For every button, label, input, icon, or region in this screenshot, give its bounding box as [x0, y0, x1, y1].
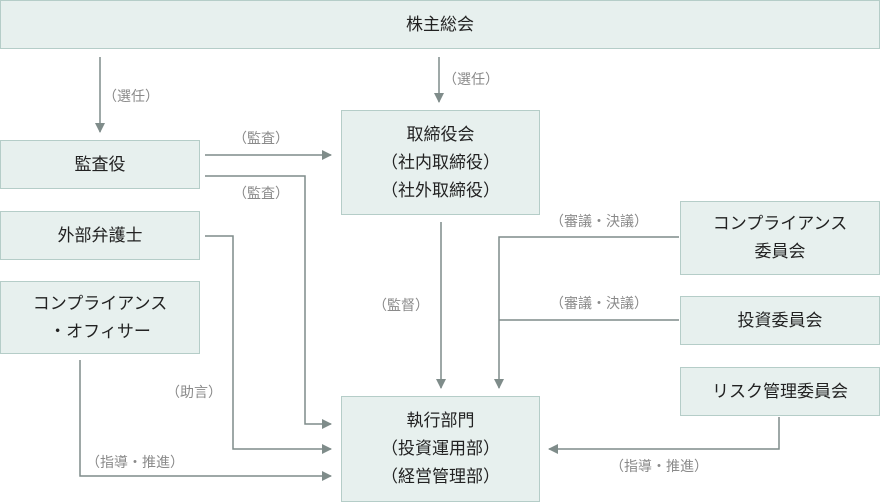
node-label: 取締役会	[406, 124, 475, 145]
node-compliance-officer: コンプライアンス ・オフィサー	[0, 281, 200, 354]
label-elect-auditor: （選任）	[103, 89, 159, 105]
edge-lawyer-executive	[205, 235, 332, 454]
node-label: コンプライアンス	[712, 214, 848, 234]
node-label: コンプライアンス	[32, 293, 168, 314]
node-auditor: 監査役	[0, 140, 200, 189]
edge-officer-executive	[79, 360, 332, 481]
node-external-lawyer: 外部弁護士	[0, 211, 200, 260]
edge-compliance-committee-executive	[494, 236, 679, 389]
label-guidance-officer: （指導・推進）	[86, 455, 184, 471]
label-deliberation-compliance: （審議・決議）	[550, 214, 648, 230]
node-executive-division: 執行部門 （投資運用部） （経営管理部）	[341, 396, 540, 502]
label-elect-board: （選任）	[443, 72, 499, 88]
edge-auditor-executive	[205, 175, 332, 429]
node-sublabel: （社外取締役）	[381, 180, 500, 201]
node-label: 外部弁護士	[57, 225, 143, 246]
node-board-of-directors: 取締役会 （社内取締役） （社外取締役）	[341, 110, 540, 215]
node-label: リスク管理委員会	[712, 381, 848, 402]
node-sublabel: （投資運用部）	[381, 439, 500, 459]
node-label: 株主総会	[406, 14, 474, 35]
node-sublabel: （社内取締役）	[381, 152, 500, 173]
edge-risk-executive	[548, 417, 780, 454]
node-label: 監査役	[74, 154, 126, 175]
node-compliance-committee: コンプライアンス 委員会	[680, 201, 880, 275]
node-investment-committee: 投資委員会	[680, 296, 880, 345]
label-deliberation-investment: （審議・決議）	[550, 296, 648, 312]
node-label: ・オフィサー	[49, 321, 151, 342]
label-guidance-risk: （指導・推進）	[610, 459, 708, 475]
node-sublabel: （経営管理部）	[381, 467, 500, 487]
label-advice: （助言）	[166, 385, 222, 401]
label-audit-board: （監査）	[233, 131, 289, 147]
label-supervision: （監督）	[373, 298, 429, 314]
node-risk-committee: リスク管理委員会	[680, 367, 880, 416]
node-label: 委員会	[754, 242, 806, 262]
node-shareholders-meeting: 株主総会	[0, 0, 880, 49]
label-audit-executive: （監査）	[233, 186, 289, 202]
node-label: 執行部門	[406, 411, 475, 431]
node-label: 投資委員会	[737, 310, 823, 331]
